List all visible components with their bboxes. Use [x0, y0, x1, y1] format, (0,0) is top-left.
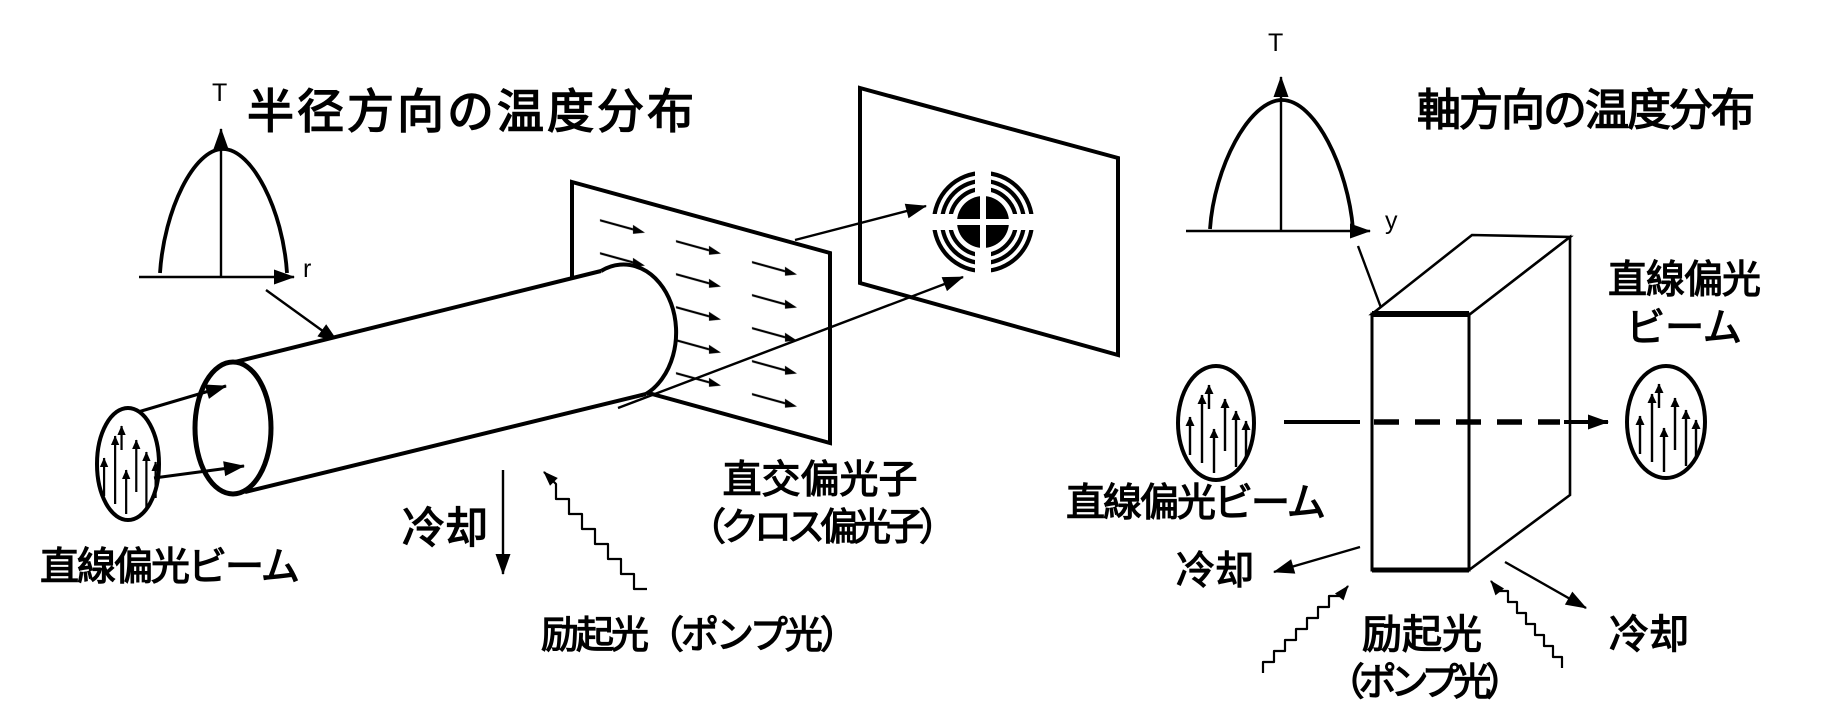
output-beam-ellipse-right: [1625, 364, 1707, 480]
cooling-arrow-slab-right: [1504, 560, 1587, 610]
left-input-beam-label: 直線偏光ビーム: [40, 546, 300, 589]
right-graph-y-axis-label: T: [1268, 29, 1284, 57]
left-graph-x-axis-label: r: [303, 255, 312, 283]
right-cooling-left-label: 冷却: [1176, 550, 1255, 593]
cooling-arrow-slab-left: [1273, 545, 1361, 574]
right-cooling-right-label: 冷却: [1609, 613, 1689, 657]
polarizer-label: 直交偏光子 （クロス偏光子）: [640, 457, 1000, 551]
right-pump-label-line2: （ポンプ光）: [1326, 661, 1524, 704]
input-beam-ellipse-right: [1176, 364, 1256, 482]
left-figure-title: 半径方向の温度分布: [247, 85, 697, 138]
right-graph-x-axis-label: y: [1385, 207, 1398, 235]
output-beam-label-line2: ビーム: [1626, 306, 1742, 350]
pump-wavy-arrow-left-figure: [543, 471, 647, 591]
right-output-beam-label: 直線偏光 ビーム: [1564, 257, 1804, 352]
graph-to-rod-arrow: [265, 289, 339, 343]
left-graph-y-axis-label: T: [212, 79, 228, 107]
left-pump-label: 励起光（ポンプ光）: [541, 615, 858, 657]
right-pump-label-line1: 励起光: [1362, 613, 1482, 657]
polarizer-to-screen-arrows: [617, 203, 964, 410]
rod-front-face: [192, 359, 274, 497]
pump-wavy-arrow-slab-right: [1490, 580, 1564, 668]
beam-expansion-arrows: [137, 384, 245, 480]
output-beam-label-line1: 直線偏光: [1607, 259, 1761, 302]
right-pump-label: 励起光 （ポンプ光）: [1302, 611, 1542, 706]
laser-slab: [1368, 233, 1574, 573]
right-input-beam-label: 直線偏光ビーム: [1066, 482, 1326, 525]
left-temperature-graph: [139, 128, 295, 285]
right-temperature-graph: [1186, 76, 1371, 239]
polarizer-label-line1: 直交偏光子: [722, 459, 918, 502]
right-figure-title: 軸方向の温度分布: [1417, 86, 1755, 135]
input-beam-ellipse-left: [95, 406, 161, 522]
polarizer-label-line2: （クロス偏光子）: [687, 506, 957, 549]
pump-wavy-arrow-slab-left: [1261, 585, 1349, 673]
depolarization-pattern: [925, 164, 1041, 280]
left-cooling-label: 冷却: [402, 505, 488, 553]
laser-rod: [192, 262, 679, 497]
slab-front-face: [1370, 312, 1471, 572]
